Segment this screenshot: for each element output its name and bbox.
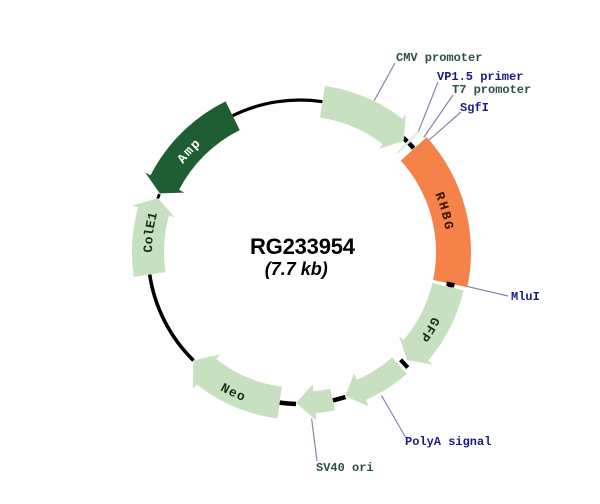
svg-text:MluI: MluI bbox=[511, 290, 540, 304]
svg-text:CMV promoter: CMV promoter bbox=[396, 51, 482, 65]
svg-text:ColE1: ColE1 bbox=[141, 210, 161, 252]
svg-text:(7.7 kb): (7.7 kb) bbox=[265, 259, 328, 279]
svg-text:VP1.5 primer: VP1.5 primer bbox=[437, 70, 523, 84]
svg-text:SgfI: SgfI bbox=[460, 101, 489, 115]
svg-text:PolyA signal: PolyA signal bbox=[405, 435, 491, 449]
svg-text:SV40 ori: SV40 ori bbox=[316, 461, 374, 475]
svg-text:T7 promoter: T7 promoter bbox=[452, 83, 531, 97]
svg-text:RG233954: RG233954 bbox=[250, 234, 356, 259]
